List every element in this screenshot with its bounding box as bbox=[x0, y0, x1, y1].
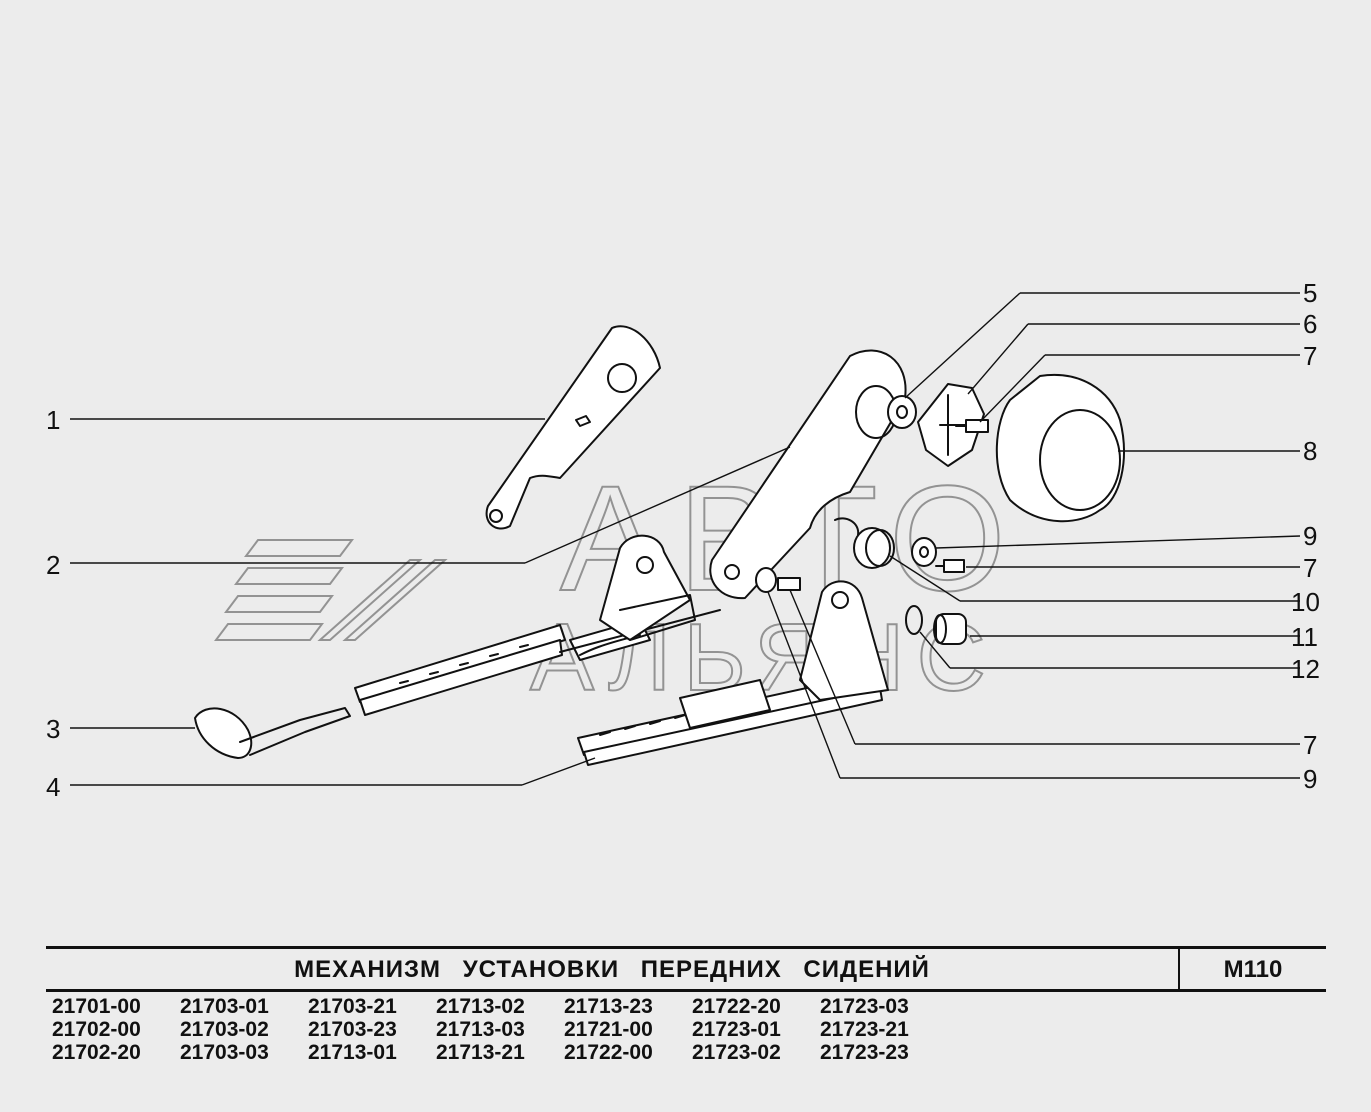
model-code: 21703-02 bbox=[180, 1018, 269, 1041]
callout-2: 2 bbox=[46, 550, 61, 580]
model-code: 21702-00 bbox=[52, 1018, 141, 1041]
title-rule-top bbox=[46, 946, 1326, 949]
callout-1: 1 bbox=[46, 405, 61, 435]
model-code: 21713-23 bbox=[564, 995, 653, 1018]
model-code: 21703-01 bbox=[180, 995, 269, 1018]
callout-7-top: 7 bbox=[1303, 341, 1318, 371]
model-code: 21713-02 bbox=[436, 995, 525, 1018]
callout-11: 11 bbox=[1291, 622, 1318, 652]
model-code: 21713-01 bbox=[308, 1041, 397, 1064]
model-code: 21721-00 bbox=[564, 1018, 653, 1041]
callout-7-low: 7 bbox=[1303, 730, 1318, 760]
watermark-logo bbox=[214, 539, 448, 641]
part-8-knob bbox=[995, 373, 1125, 523]
model-code: 21723-03 bbox=[820, 995, 909, 1018]
diagram-title: МЕХАНИЗМ УСТАНОВКИ ПЕРЕДНИХ СИДЕНИЙ bbox=[294, 956, 930, 983]
part-10-roller bbox=[853, 527, 895, 569]
diagram-code: M110 bbox=[1223, 956, 1283, 983]
callout-7-mid: 7 bbox=[1303, 553, 1318, 583]
part-9-washer-right bbox=[911, 537, 937, 567]
model-code: 21723-23 bbox=[820, 1041, 909, 1064]
part-9-washer-left bbox=[755, 567, 777, 593]
model-code: 21723-21 bbox=[820, 1018, 909, 1041]
title-rule-bottom bbox=[46, 989, 1326, 992]
part-3-handle bbox=[194, 707, 351, 759]
callout-12: 12 bbox=[1291, 654, 1320, 684]
model-code: 21713-21 bbox=[436, 1041, 525, 1064]
model-code: 21703-23 bbox=[308, 1018, 397, 1041]
callout-8: 8 bbox=[1303, 436, 1318, 466]
model-code: 21713-03 bbox=[436, 1018, 525, 1041]
part-1-cover bbox=[485, 325, 661, 530]
model-code: 21703-03 bbox=[180, 1041, 269, 1064]
leader-lines bbox=[70, 292, 1301, 786]
right-bracket bbox=[799, 580, 889, 701]
part-6-disc bbox=[917, 383, 985, 467]
model-code: 21722-00 bbox=[564, 1041, 653, 1064]
parts-diagram: АВТО АЛЬЯНС bbox=[70, 292, 1301, 786]
title-block: МЕХАНИЗМ УСТАНОВКИ ПЕРЕДНИХ СИДЕНИЙ M110 bbox=[46, 946, 1326, 992]
model-code: 21703-21 bbox=[308, 995, 397, 1018]
model-codes: 21701-00 21703-01 21703-21 21713-02 2171… bbox=[52, 995, 948, 1064]
part-12-ring bbox=[905, 605, 923, 635]
model-code: 21723-01 bbox=[692, 1018, 781, 1041]
left-bracket bbox=[599, 534, 696, 641]
callout-10: 10 bbox=[1291, 587, 1320, 617]
part-2-plate bbox=[709, 349, 907, 600]
callout-3: 3 bbox=[46, 714, 61, 744]
callout-5: 5 bbox=[1303, 278, 1318, 308]
part-5-bushing bbox=[887, 395, 917, 429]
model-code: 21722-20 bbox=[692, 995, 781, 1018]
callout-6: 6 bbox=[1303, 309, 1318, 339]
model-code: 21723-02 bbox=[692, 1041, 781, 1064]
model-code: 21702-20 bbox=[52, 1041, 141, 1064]
callout-9-top: 9 bbox=[1303, 521, 1318, 551]
part-11-bushing bbox=[933, 613, 967, 645]
model-code: 21701-00 bbox=[52, 995, 141, 1018]
part-7-screw-low bbox=[777, 577, 801, 591]
callout-4: 4 bbox=[46, 772, 61, 802]
callout-9-low: 9 bbox=[1303, 764, 1318, 794]
part-7-screw-top bbox=[955, 419, 989, 433]
part-7-screw-mid bbox=[935, 559, 965, 573]
title-rule-divider bbox=[1178, 946, 1180, 992]
